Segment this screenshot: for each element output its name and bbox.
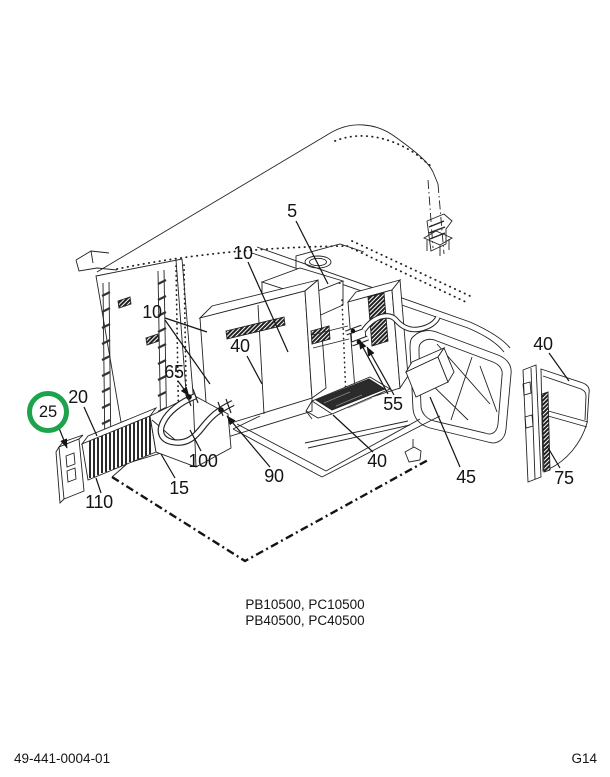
floor-platform bbox=[232, 415, 441, 478]
callout-55: 55 bbox=[383, 394, 403, 414]
heater-fittings bbox=[345, 313, 441, 347]
bunk-frame bbox=[409, 330, 512, 444]
callout-65: 65 bbox=[164, 362, 184, 382]
duct-box bbox=[404, 346, 455, 398]
highlighted-callout-circle: 25 bbox=[27, 391, 69, 433]
callout-20: 20 bbox=[68, 387, 88, 407]
callout-90: 90 bbox=[264, 466, 284, 486]
callout-10-upper: 10 bbox=[233, 243, 253, 263]
callout-40-middle: 40 bbox=[367, 451, 387, 471]
rear-wall bbox=[95, 258, 198, 478]
callout-75: 75 bbox=[554, 468, 574, 488]
model-caption-line2: PB40500, PC40500 bbox=[245, 613, 365, 628]
document-number: 49-441-0004-01 bbox=[14, 751, 111, 766]
callout-100: 100 bbox=[188, 451, 218, 471]
hvac-unit bbox=[198, 243, 409, 444]
leader-lines bbox=[58, 220, 570, 494]
heater-core-assembly bbox=[55, 394, 232, 505]
callout-40-right: 40 bbox=[533, 334, 553, 354]
callout-45: 45 bbox=[456, 467, 476, 487]
model-caption-line1: PB10500, PC10500 bbox=[245, 597, 365, 612]
side-panel bbox=[522, 364, 590, 483]
page-code: G14 bbox=[571, 751, 597, 766]
highlighted-callout-label: 25 bbox=[38, 402, 58, 421]
callout-10-left: 10 bbox=[142, 302, 162, 322]
callout-40-upper: 40 bbox=[230, 336, 250, 356]
callout-5: 5 bbox=[287, 201, 297, 221]
floor-boundary bbox=[111, 458, 429, 563]
model-caption: PB10500, PC10500 PB40500, PC40500 bbox=[0, 597, 610, 629]
callout-110: 110 bbox=[85, 492, 113, 512]
callout-15: 15 bbox=[169, 478, 189, 498]
roof-outline bbox=[75, 124, 471, 304]
header-rail bbox=[251, 230, 511, 353]
